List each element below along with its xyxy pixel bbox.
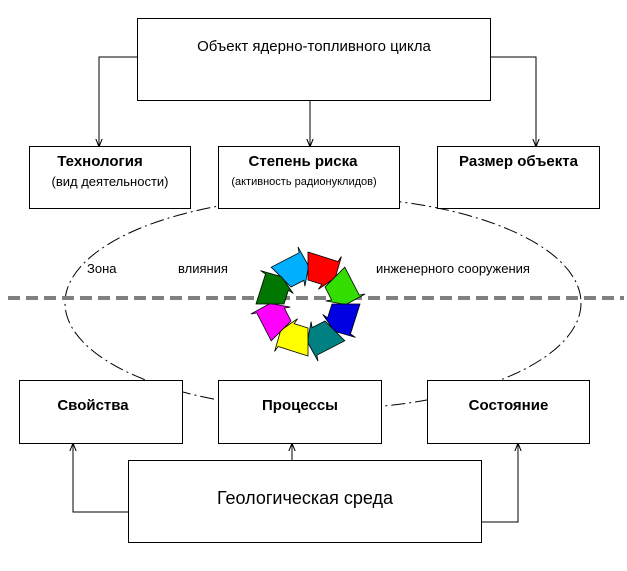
connector-to-technology [99, 56, 137, 146]
cycle-arrow-2 [307, 251, 342, 290]
influence-zone-ellipse [64, 196, 582, 410]
risk-degree-box [218, 146, 400, 209]
state-box [427, 380, 590, 444]
cycle-arrow-8 [255, 270, 294, 305]
zone-label-word-2: влияния [178, 261, 228, 276]
cycle-arrow-3 [324, 266, 366, 306]
processes-box [218, 380, 382, 444]
cycle-arrow-6 [274, 318, 309, 357]
properties-box [19, 380, 183, 444]
connector-to-size [490, 56, 536, 146]
properties-title: Свойства [57, 397, 129, 414]
object-size-box [437, 146, 600, 209]
zone-label-word-1: Зона [87, 261, 117, 276]
cycle-arrow-1 [270, 246, 310, 288]
technology-subtitle: (вид деятельности) [51, 174, 169, 189]
geological-environment-title: Геологическая среда [216, 488, 394, 508]
cycle-arrow-4 [322, 303, 361, 338]
cycle-arrow-7 [250, 302, 292, 342]
risk-degree-title: Степень риска [248, 153, 358, 170]
processes-title: Процессы [262, 397, 338, 414]
risk-degree-subtitle: (активность радионуклидов) [231, 176, 377, 188]
nuclear-fuel-cycle-object-title: Объект ядерно-топливного цикла [197, 38, 431, 55]
nuclear-fuel-cycle-object-box [137, 18, 491, 101]
object-size-title: Размер объекта [459, 153, 578, 170]
zone-label-word-3: инженерного сооружения [376, 261, 530, 276]
state-title: Состояние [468, 397, 549, 414]
connector-to-state [481, 444, 518, 523]
connector-to-properties [73, 444, 128, 513]
technology-title: Технология [57, 153, 143, 170]
geological-environment-box [128, 460, 482, 543]
technology-box [29, 146, 191, 209]
process-cycle-arrows [250, 246, 366, 362]
cycle-arrow-5 [306, 320, 346, 362]
